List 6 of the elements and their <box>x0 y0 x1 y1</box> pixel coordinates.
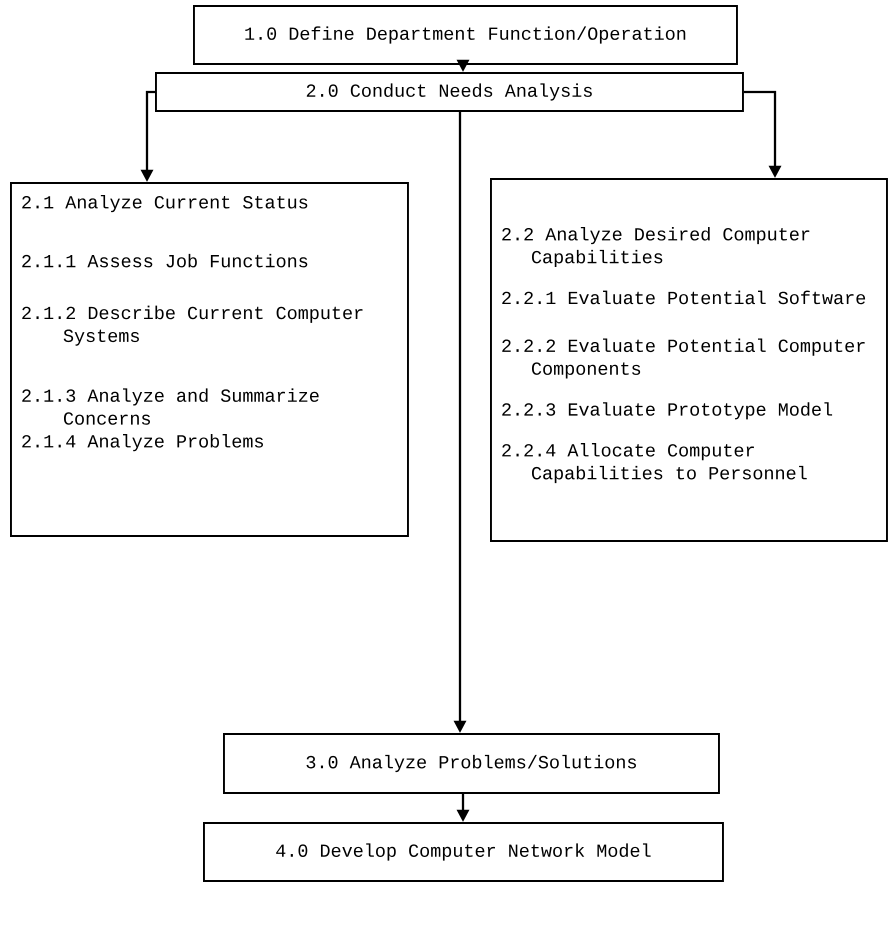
process-box: 2.1 Analyze Current Status 2.1.1 Assess Job Functions 2.1.2 Describe Current Computer Systems 2.1.3 Analyze and Summarize Concerns 2.1.4 Analyze Problems <box>10 182 409 537</box>
process-box: 1.0 Define Department Function/Operation <box>193 5 738 65</box>
process-box: 4.0 Develop Computer Network Model <box>203 822 724 882</box>
process-box: 3.0 Analyze Problems/Solutions <box>223 733 720 794</box>
process-box: 2.0 Conduct Needs Analysis <box>155 72 744 112</box>
process-box: 2.2 Analyze Desired Computer Capabilities 2.2.1 Evaluate Potential Software 2.2.2 Evaluate Potential Computer Components 2.2.3 Evaluate Prototype Model 2.2.4 Allocate Computer Capabilities to Personnel <box>490 178 888 542</box>
